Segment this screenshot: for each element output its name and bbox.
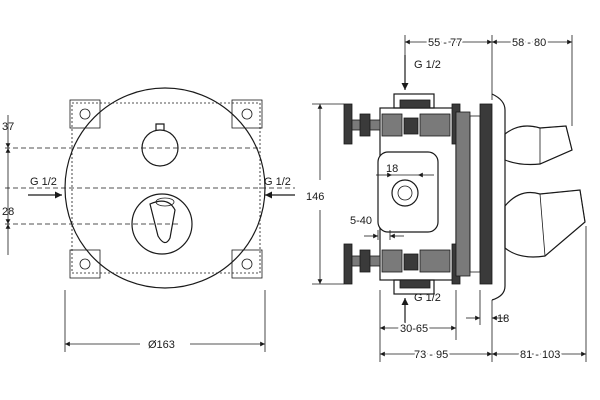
dim-81-103: 81 - 103 xyxy=(520,349,560,361)
outlet-port xyxy=(391,179,419,207)
dim-55-77: 55 - 77 xyxy=(428,37,462,49)
mounting-rod-bottom xyxy=(343,243,461,285)
dim-37: 37 xyxy=(2,121,14,133)
port-left-label: G 1/2 xyxy=(30,176,57,188)
side-view: G 1/2 G 1/2 55 - 77 58 - 80 18 146 5-40 … xyxy=(306,35,587,363)
connector-bottom xyxy=(393,279,435,295)
dim-5-40: 5-40 xyxy=(350,215,372,227)
dim-30-65: 30-65 xyxy=(400,323,428,335)
dim-diameter: Ø163 xyxy=(148,339,175,351)
dim-18-right: 18 xyxy=(497,313,509,325)
port-bottom-label: G 1/2 xyxy=(414,292,441,304)
top-knob xyxy=(141,123,179,167)
side-lever xyxy=(504,189,586,258)
mounting-rod-top xyxy=(343,103,461,145)
front-view: 37 28 G 1/2 G 1/2 Ø163 xyxy=(2,87,295,352)
lever-handle xyxy=(131,193,193,255)
dim-28: 28 xyxy=(2,206,14,218)
center-window xyxy=(377,151,439,233)
wall-plate xyxy=(455,93,506,301)
connector-top xyxy=(393,93,435,109)
side-knob xyxy=(504,125,573,166)
dim-146: 146 xyxy=(306,191,324,203)
port-top-label: G 1/2 xyxy=(414,59,441,71)
port-right-label: G 1/2 xyxy=(264,176,291,188)
dim-73-95: 73 - 95 xyxy=(414,349,448,361)
dim-18-inner: 18 xyxy=(386,163,398,175)
mounting-plate xyxy=(69,99,263,279)
dim-58-80: 58 - 80 xyxy=(512,37,546,49)
